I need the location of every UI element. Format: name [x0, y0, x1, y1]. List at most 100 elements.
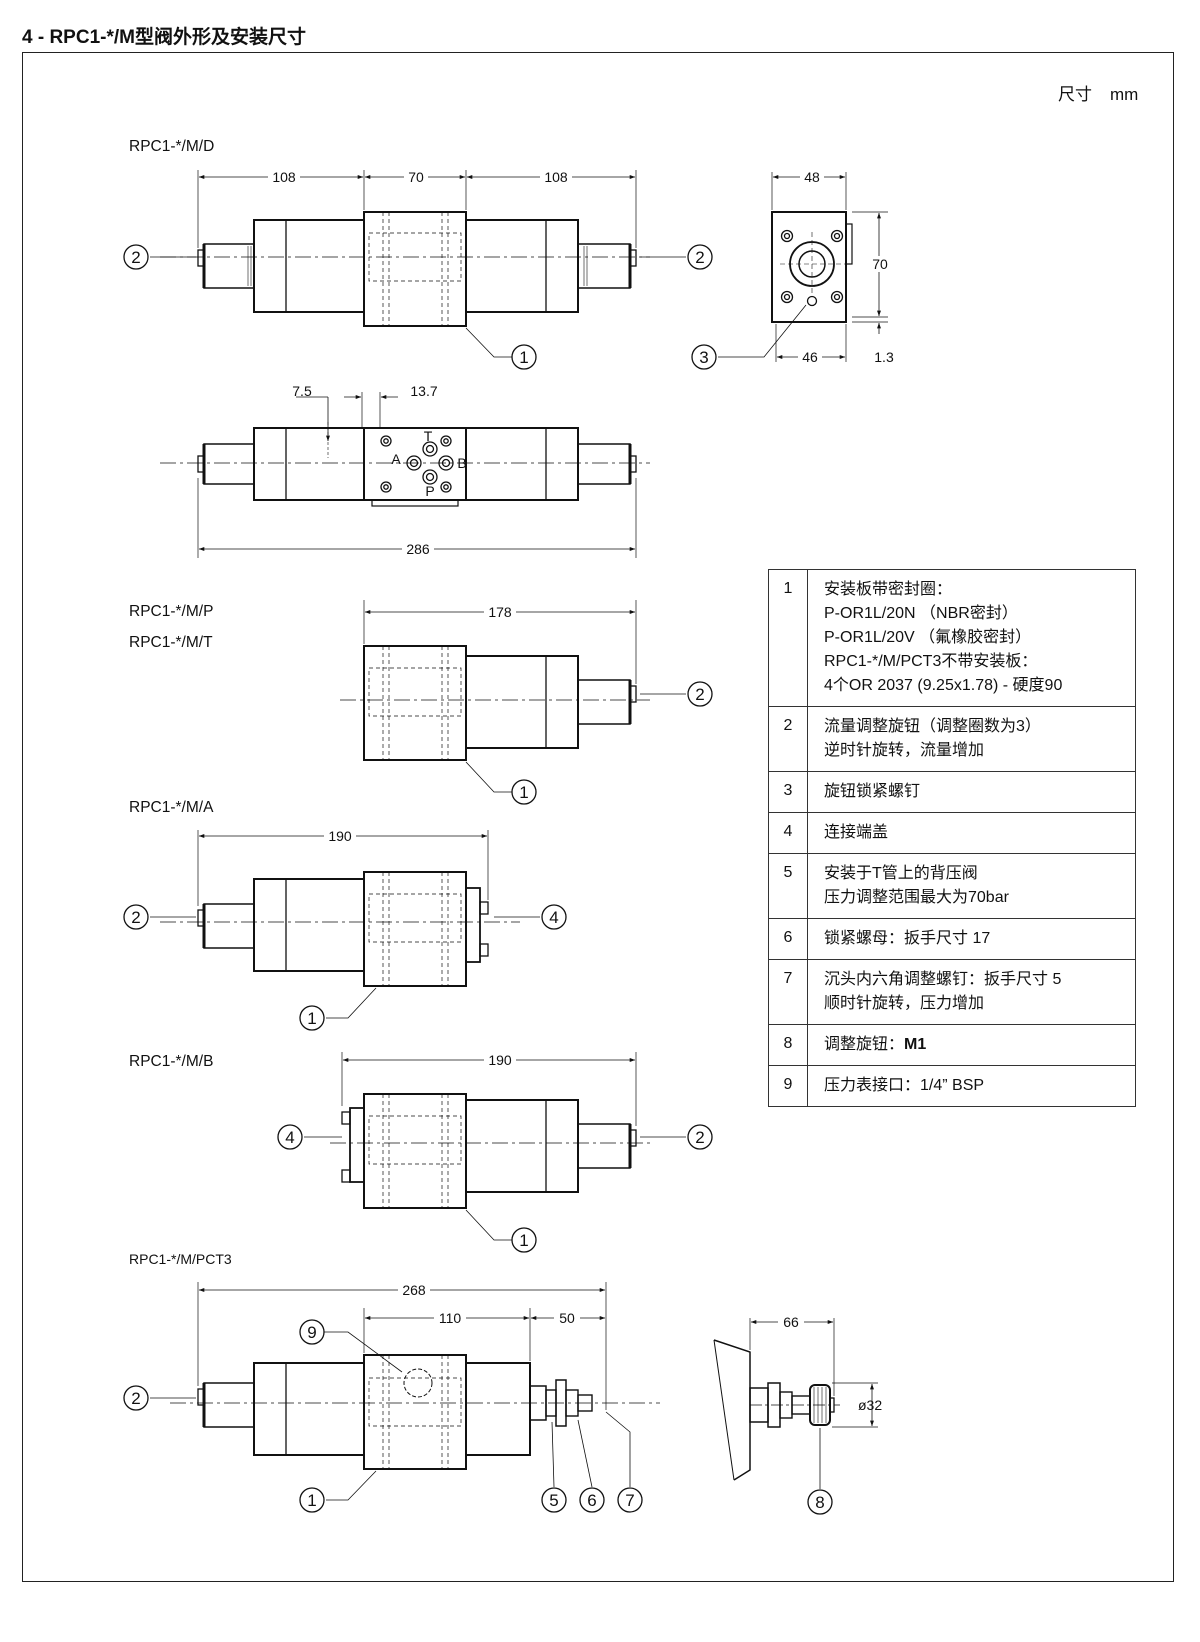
callout-7: 7: [625, 1491, 634, 1510]
legend-number: 7: [768, 959, 808, 1025]
legend-text: 连接端盖: [807, 812, 1136, 854]
port-p: P: [425, 483, 434, 499]
legend-line: 沉头内六角调整螺钉：扳手尺寸 5: [824, 971, 1062, 988]
legend-line: RPC1-*/M/PCT3不带安装板：: [824, 653, 1038, 670]
legend-line: 连接端盖: [824, 824, 889, 841]
legend-table: 1 安装板带密封圈： P-OR1L/20N （NBR密封） P-OR1L/20V （氟…: [768, 569, 1136, 1107]
dims-d-side: [691, 172, 888, 370]
callout-6: 6: [587, 1491, 596, 1510]
legend-line: 旋钮锁紧螺钉: [824, 783, 921, 800]
legend-number: 9: [768, 1065, 808, 1107]
legend-line: 安装于T管上的背压阀: [824, 865, 978, 882]
callout-2-b: 2: [695, 1128, 704, 1147]
callout-1-p: 1: [519, 783, 528, 802]
legend-text: 旋钮锁紧螺钉: [807, 771, 1136, 813]
callout-1-a: 1: [307, 1009, 316, 1028]
label-rpc1-m-a: RPC1-*/M/A: [129, 799, 214, 816]
legend-number: 4: [768, 812, 808, 854]
callouts-d-front: [123, 244, 713, 370]
dim-pct-mid: 110: [439, 1310, 462, 1326]
dim-side-gap: 1.3: [874, 349, 894, 365]
port-a: A: [391, 451, 401, 467]
callout-3: 3: [699, 348, 708, 367]
callout-2-pct3: 2: [131, 1389, 140, 1408]
dim-port-a: 7.5: [292, 383, 312, 399]
legend-text: 压力表接口：1/4” BSP: [807, 1065, 1136, 1107]
dim-side-bottom: 46: [802, 349, 818, 365]
legend-row: 4 连接端盖: [768, 812, 1136, 854]
view-d-front: [160, 211, 650, 327]
label-rpc1-m-t: RPC1-*/M/T: [129, 634, 213, 651]
legend-text: 流量调整旋钮（调整圈数为3） 逆时针旋转，流量增加: [807, 706, 1136, 772]
dim-a-len: 190: [328, 828, 352, 844]
dim-port-b: 13.7: [410, 383, 437, 399]
legend-text: 安装于T管上的背压阀压力调整范围最大为70bar: [807, 853, 1136, 919]
label-rpc1-m-b: RPC1-*/M/B: [129, 1053, 214, 1070]
callout-4-b: 4: [285, 1128, 294, 1147]
legend-text: 锁紧螺母：扳手尺寸 17: [807, 918, 1136, 960]
legend-row: 9 压力表接口：1/4” BSP: [768, 1065, 1136, 1107]
knob-knurl: [813, 1387, 827, 1423]
knurl-d-front: [247, 246, 588, 286]
legend-row: 3 旋钮锁紧螺钉: [768, 771, 1136, 813]
legend-text: 安装板带密封圈： P-OR1L/20N （NBR密封） P-OR1L/20V （氟橡…: [807, 569, 1136, 707]
view-a: [123, 830, 567, 1031]
view-knob-detail: [713, 1318, 878, 1515]
dim-knob-dia: ø32: [858, 1397, 882, 1413]
legend-line: 逆时针旋转，流量增加: [824, 742, 985, 759]
port-b: B: [457, 455, 466, 471]
callout-2-d-right: 2: [695, 248, 704, 267]
dim-d-right: 108: [544, 169, 568, 185]
legend-row: 6 锁紧螺母：扳手尺寸 17: [768, 918, 1136, 960]
view-pct3: [123, 1282, 660, 1513]
view-d-top: [160, 427, 650, 507]
callout-1-pct3: 1: [307, 1491, 316, 1510]
legend-number: 6: [768, 918, 808, 960]
callout-2-a: 2: [131, 908, 140, 927]
legend-line: 锁紧螺母：扳手尺寸 17: [824, 930, 991, 947]
legend-line: 压力调整范围最大为70bar: [824, 889, 1009, 906]
callout-5: 5: [549, 1491, 558, 1510]
dim-d-mid: 70: [408, 169, 424, 185]
callout-1-b: 1: [519, 1231, 528, 1250]
legend-number: 5: [768, 853, 808, 919]
legend-line: P-OR1L/20V （氟橡胶密封）: [824, 629, 1032, 646]
label-rpc1-m-pct3: RPC1-*/M/PCT3: [129, 1251, 232, 1267]
port-t: T: [424, 428, 433, 444]
units-value: mm: [1110, 85, 1139, 104]
view-d-side: [771, 211, 853, 323]
dims-d-top: [197, 392, 637, 558]
callout-2-d-left: 2: [131, 248, 140, 267]
legend-bold: M1: [904, 1036, 927, 1053]
callout-9: 9: [307, 1323, 316, 1342]
legend-row: 1 安装板带密封圈： P-OR1L/20N （NBR密封） P-OR1L/20V （氟…: [768, 569, 1136, 707]
callout-4-a: 4: [549, 908, 558, 927]
dim-side-h: 70: [872, 256, 888, 272]
dim-pct-total: 268: [402, 1282, 426, 1298]
dim-d-left: 108: [272, 169, 296, 185]
legend-number: 3: [768, 771, 808, 813]
view-p: [340, 600, 713, 805]
drawing-frame: [22, 52, 1174, 1582]
legend-line: 安装板带密封圈：: [824, 581, 953, 598]
callout-1-d: 1: [519, 348, 528, 367]
legend-line: 压力表接口：1/4” BSP: [824, 1077, 985, 1094]
legend-text: 调整旋钮：M1: [807, 1024, 1136, 1066]
legend-line: 流量调整旋钮（调整圈数为3）: [824, 718, 1041, 735]
label-rpc1-m-p: RPC1-*/M/P: [129, 603, 214, 620]
legend-number: 1: [768, 569, 808, 707]
legend-line: 调整旋钮：M1: [824, 1036, 927, 1053]
dim-p-len: 178: [488, 604, 512, 620]
dim-pct-ext: 50: [559, 1310, 575, 1326]
label-rpc1-m-d: RPC1-*/M/D: [129, 138, 215, 155]
dim-b-len: 190: [488, 1052, 512, 1068]
page-title: 4 - RPC1-*/M型阀外形及安装尺寸: [22, 27, 306, 48]
dim-knob-len: 66: [783, 1314, 799, 1330]
legend-line: P-OR1L/20N （NBR密封）: [824, 605, 1018, 622]
